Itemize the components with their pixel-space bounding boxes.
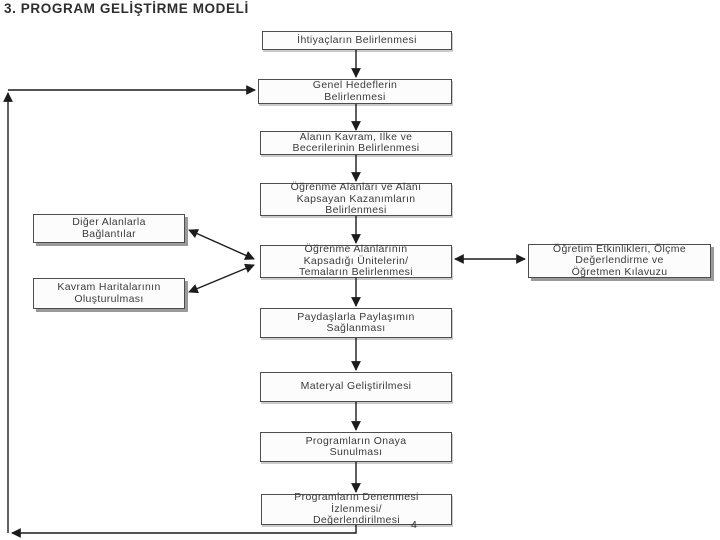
flow-node-materyal: Materyal Geliştirilmesi <box>260 372 452 402</box>
slide-title: 3. PROGRAM GELİŞTİRME MODELİ <box>4 1 249 16</box>
page-number: 4 <box>411 519 417 531</box>
flow-node-ogretim-etkinlikleri: Öğretim Etkinlikleri, Ölçme Değerlendirm… <box>528 243 711 278</box>
flow-node-kavram-haritalari: Kavram Haritalarının Oluşturulması <box>33 278 185 309</box>
flow-node-ihtiyaclar: İhtiyaçların Belirlenmesi <box>262 31 452 50</box>
arrow-diger-alanlar-link <box>188 229 255 260</box>
flow-node-alanin-kavram: Alanın Kavram, İlke ve Becerilerinin Bel… <box>260 131 452 155</box>
flow-node-paydaslar: Paydaşlarla Paylaşımın Sağlanması <box>260 308 452 338</box>
flow-node-diger-alanlar: Diğer Alanlarla Bağlantılar <box>33 214 185 243</box>
flow-node-denenme-degerlendirme: Programların Denenmesi İzlenmesi/ Değerl… <box>261 492 452 526</box>
flow-node-genel-hedefler: Genel Hedeflerin Belirlenmesi <box>258 79 452 104</box>
flow-node-ogrenme-alanlari: Öğrenme Alanları ve Alanı Kapsayan Kazan… <box>260 182 452 216</box>
flow-node-onaya-sunulma: Programların Onaya Sunulması <box>260 432 452 462</box>
flow-node-uniteler-temalar: Öğrenme Alanlarının Kapsadığı Ünitelerin… <box>260 244 452 278</box>
arrow-kavram-haritalari-link <box>188 263 255 294</box>
